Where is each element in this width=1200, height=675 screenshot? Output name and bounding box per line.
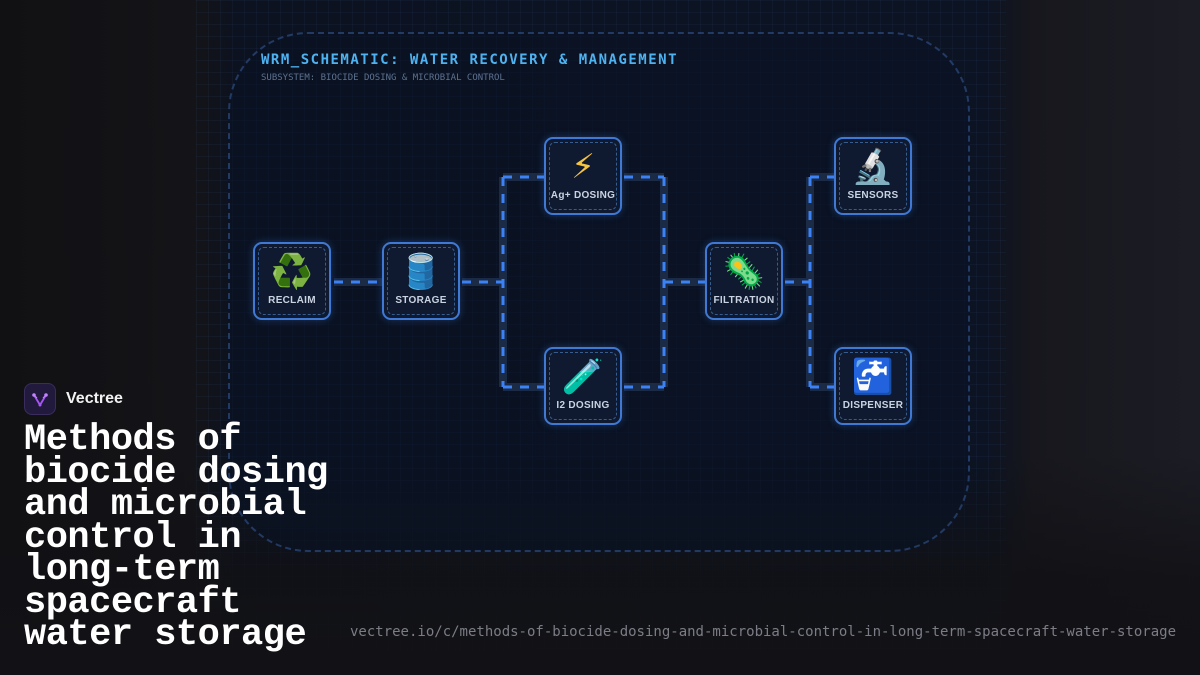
barrel-icon: 🛢️ [399,252,443,292]
node-storage: 🛢️ STORAGE [382,242,460,320]
microbe-icon: 🦠 [722,252,766,292]
recycle-icon: ♻️ [270,252,314,292]
node-ag-dosing: ⚡ Ag+ DOSING [544,137,622,215]
schematic-panel [228,32,970,552]
water-tap-icon: 🚰 [851,357,895,397]
node-dispenser-label: DISPENSER [842,400,904,411]
headline: Methods of biocide dosing and microbial … [24,419,328,656]
node-filtration: 🦠 FILTRATION [705,242,783,320]
page-url[interactable]: vectree.io/c/methods-of-biocide-dosing-a… [349,624,1176,640]
node-sensors-label: SENSORS [847,190,899,201]
node-dispenser: 🚰 DISPENSER [834,347,912,425]
brand: Vectree [24,382,123,416]
node-reclaim: ♻️ RECLAIM [253,242,331,320]
microscope-icon: 🔬 [851,147,895,187]
node-filtration-label: FILTRATION [713,295,775,306]
lightning-icon: ⚡ [571,147,595,187]
schematic-subtitle: SUBSYSTEM: BIOCIDE DOSING & MICROBIAL CO… [261,73,505,83]
node-storage-label: STORAGE [395,295,447,306]
node-reclaim-label: RECLAIM [268,295,316,306]
vectree-logo-icon [24,383,56,415]
node-sensors: 🔬 SENSORS [834,137,912,215]
node-i2-dosing-label: I2 DOSING [556,400,610,411]
test-tube-icon: 🧪 [561,357,605,397]
node-ag-dosing-label: Ag+ DOSING [550,190,616,201]
node-i2-dosing: 🧪 I2 DOSING [544,347,622,425]
schematic-title: WRM_SCHEMATIC: WATER RECOVERY & MANAGEME… [261,52,679,68]
brand-name: Vectree [66,390,123,407]
